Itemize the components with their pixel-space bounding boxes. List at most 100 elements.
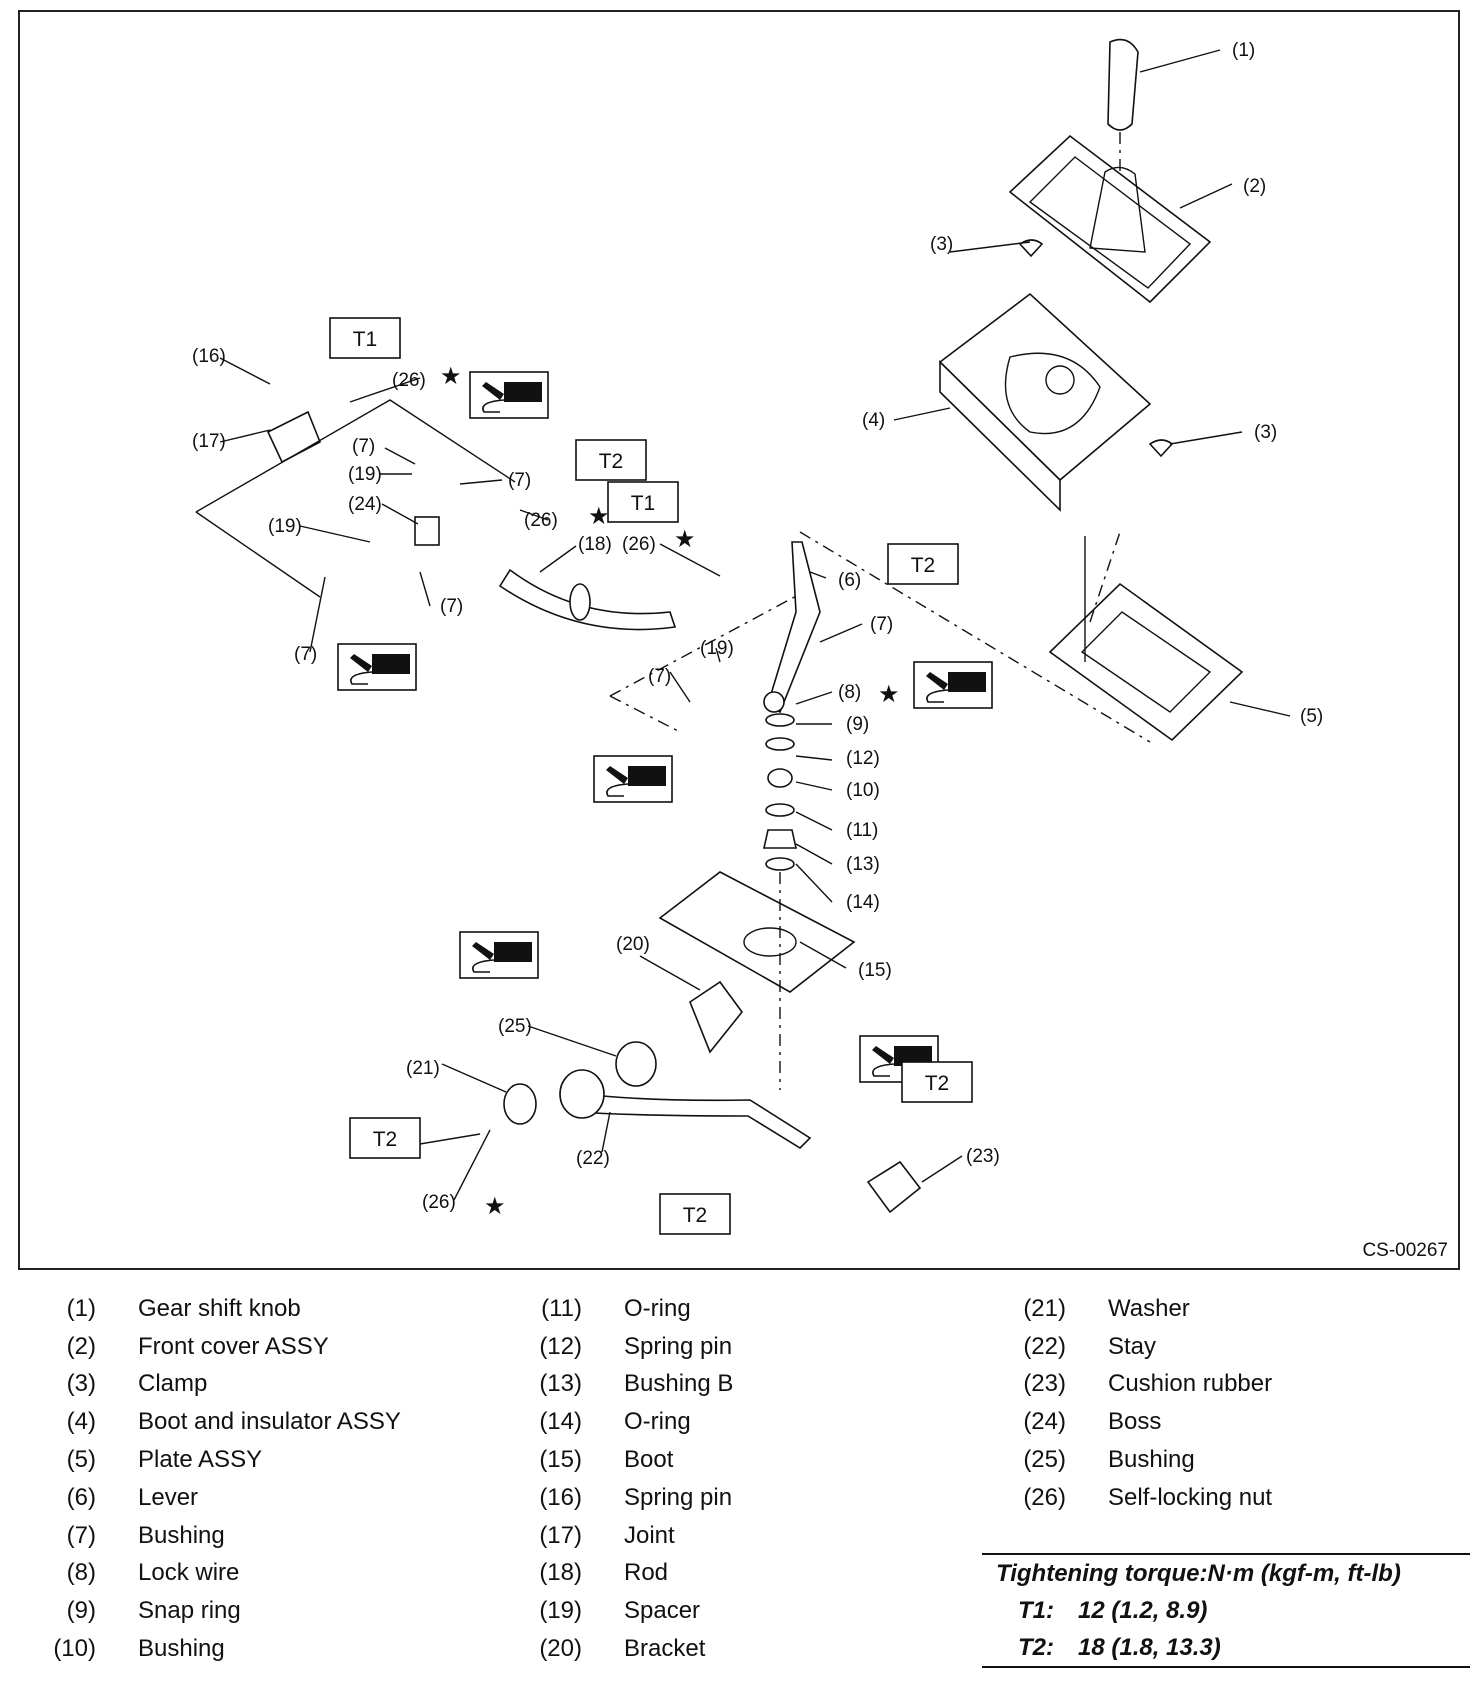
boss <box>414 516 440 546</box>
callout-label: (26) <box>622 534 656 555</box>
leader-line <box>1139 49 1221 73</box>
torque-rule-bottom <box>982 1666 1470 1668</box>
torque-box: T2 <box>349 1117 421 1159</box>
leader-line <box>819 623 863 643</box>
legend-item: (10)Bushing <box>30 1630 401 1668</box>
legend-item: (26)Self-locking nut <box>1000 1479 1272 1517</box>
stars: ★★★★★ <box>440 362 900 1220</box>
legend-number: (20) <box>539 1635 582 1663</box>
leader-line <box>519 509 549 521</box>
leader-line <box>715 647 721 663</box>
legend-item: (13)Bushing B <box>516 1366 733 1404</box>
torque-box: T2 <box>887 543 959 585</box>
torque-box: T1 <box>329 317 401 359</box>
callout-label: (14) <box>846 892 880 913</box>
torque-rule-top <box>982 1553 1470 1555</box>
plate-assy <box>1048 582 1244 742</box>
legend-number: (23) <box>1023 1370 1066 1398</box>
torque-row-t1: T1: 12 (1.2, 8.9) <box>982 1592 1470 1629</box>
leader-line <box>799 941 847 969</box>
callout-label: (26) <box>524 510 558 531</box>
legend-number: (9) <box>66 1597 96 1625</box>
legend-item: (17)Joint <box>516 1517 733 1555</box>
bushing-25 <box>615 1041 657 1087</box>
torque-box-label: T2 <box>599 450 624 473</box>
torque-box-label: T2 <box>911 554 936 577</box>
torque-box-label: T1 <box>631 492 656 515</box>
leader-line <box>795 691 833 705</box>
star-icon: ★ <box>484 1192 506 1220</box>
legend-item: (12)Spring pin <box>516 1328 733 1366</box>
legend-item: (1)Gear shift knob <box>30 1290 401 1328</box>
legend-item: (9) Snap ring <box>30 1592 401 1630</box>
callout-label: (25) <box>498 1016 532 1037</box>
star-icon: ★ <box>440 362 462 390</box>
legend-number: (17) <box>539 1521 582 1549</box>
callouts: (1)(2)(3)(3)(4)(5)(6)(7)(7)(7)(7)(7)(7)(… <box>192 40 1323 1213</box>
callout-label: (20) <box>616 934 650 955</box>
legend-part-name: Spring pin <box>624 1332 733 1360</box>
washer <box>503 1083 537 1125</box>
torque-row-t2: T2: 18 (1.8, 13.3) <box>982 1629 1470 1666</box>
legend-item: (7)Bushing <box>30 1517 401 1555</box>
callout-label: (7) <box>352 436 375 457</box>
torque-box-label: T2 <box>373 1128 398 1151</box>
legend-part-name: Washer <box>1108 1294 1190 1322</box>
boot-and-insulator-assy <box>938 292 1152 482</box>
leader-line <box>921 1155 963 1183</box>
legend-part-name: Bushing <box>1108 1446 1195 1474</box>
callout-label: (18) <box>578 534 612 555</box>
legend-part-name: Gear shift knob <box>138 1294 301 1322</box>
torque-box-label: T2 <box>683 1204 708 1227</box>
torque-value: 18 (1.8, 13.3) <box>1078 1633 1221 1661</box>
leader-line <box>659 543 721 577</box>
callout-label: (3) <box>1254 422 1277 443</box>
callout-label: (15) <box>858 960 892 981</box>
legend-item: (24)Boss <box>1000 1403 1272 1441</box>
gear-shift-knob <box>1107 38 1139 131</box>
legend-number: (5) <box>66 1446 96 1474</box>
rod <box>498 568 677 631</box>
leader-line <box>1179 183 1233 209</box>
legend-part-name: Lock wire <box>138 1559 240 1587</box>
leader-line <box>219 429 271 443</box>
legend-item: (18) Rod <box>516 1555 733 1593</box>
leader-line <box>795 843 833 865</box>
legend-part-name: Boot <box>624 1446 674 1474</box>
torque-key: T2: <box>1018 1633 1054 1661</box>
leader-line <box>809 571 827 579</box>
legend-item: (4)Boot and insulator ASSY <box>30 1403 401 1441</box>
callout-label: (16) <box>192 346 226 367</box>
legend-part-name: Snap ring <box>138 1597 241 1625</box>
callout-label: (26) <box>392 370 426 391</box>
leader-line <box>527 1025 617 1057</box>
legend-number: (10) <box>53 1635 96 1663</box>
legend-number: (2) <box>66 1332 96 1360</box>
legend-part-name: Spacer <box>624 1597 701 1625</box>
boot <box>658 871 856 993</box>
callout-label: (1) <box>1232 40 1255 61</box>
legend-number: (18) <box>539 1559 582 1587</box>
leader-line <box>669 671 691 703</box>
callout-label: (7) <box>870 614 893 635</box>
grease-icon <box>469 371 549 419</box>
leader-line <box>459 479 503 485</box>
grease-icon <box>593 755 673 803</box>
legend-item: (2)Front cover ASSY <box>30 1328 401 1366</box>
legend-item: (25)Bushing <box>1000 1441 1272 1479</box>
legend-number: (6) <box>66 1483 96 1511</box>
legend-part-name: Rod <box>624 1559 669 1587</box>
legend-item: (5) Plate ASSY <box>30 1441 401 1479</box>
leader-line <box>349 377 421 403</box>
leader-line <box>441 1063 507 1093</box>
callout-label: (7) <box>440 596 463 617</box>
star-icon: ★ <box>674 525 696 553</box>
legend-number: (7) <box>66 1521 96 1549</box>
grease-icon <box>913 661 993 709</box>
legend-part-name: Plate ASSY <box>138 1446 263 1474</box>
callout-label: (5) <box>1300 706 1323 727</box>
legend-part-name: O-ring <box>624 1294 691 1322</box>
legend-number: (15) <box>539 1446 582 1474</box>
callout-label: (24) <box>348 494 382 515</box>
grease-icon <box>459 931 539 979</box>
